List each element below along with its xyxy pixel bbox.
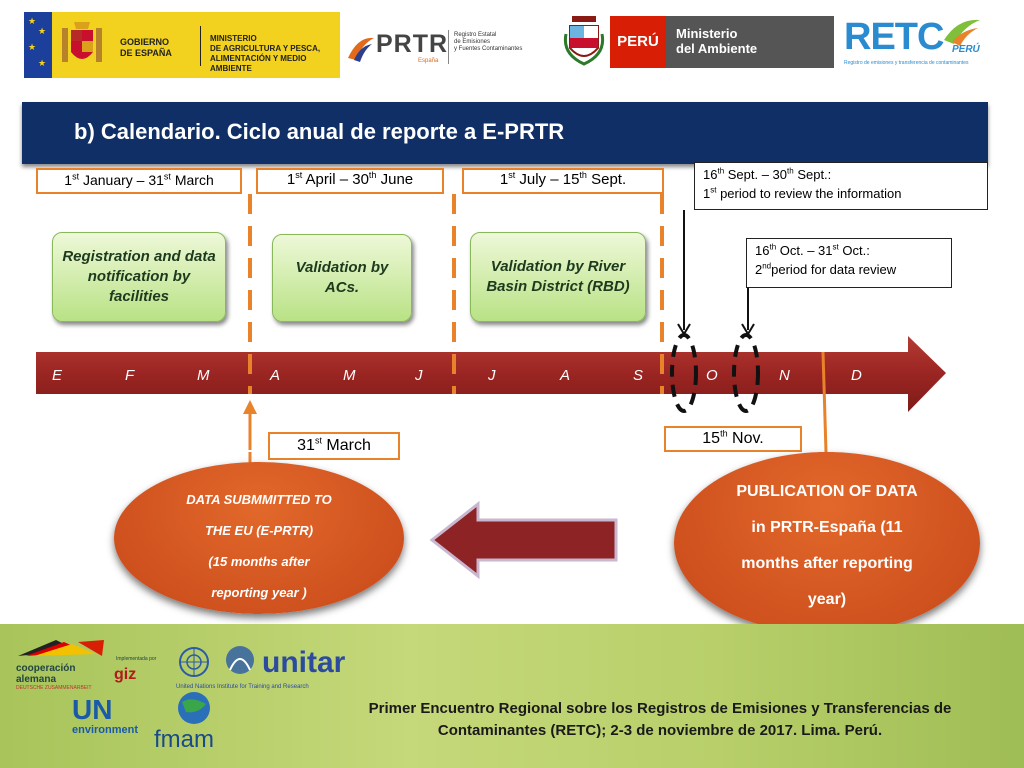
fmam-logo: fmam [154,726,214,753]
month-dec: D [851,367,862,384]
milestone-15-nov: 15th Nov. [664,426,802,452]
giz-logo: giz [114,666,137,683]
retc-peru-logo: RETC PERÚ Registro de emisiones y transf… [844,16,994,72]
month-apr: A [270,367,281,384]
period-label-apr-jun: 1st April – 30th June [256,168,444,194]
title-bar: b) Calendario. Ciclo anual de reporte a … [22,102,988,164]
milestone-31-march: 31st March [268,432,400,460]
arrow-down-nov [821,351,828,453]
month-jan: E [52,367,63,384]
retc-swoosh-icon [944,19,980,46]
month-jun: J [415,367,423,384]
review-period-1-box: 16th Sept. – 30th Sept.: 1st period to r… [694,162,988,210]
implemented-by-label: Implementada por [116,656,157,662]
review-period-1-marker [670,333,698,413]
month-feb: F [125,367,135,384]
period-label-jul-sep: 1st July – 15th Sept. [462,168,664,194]
month-nov: N [779,367,790,384]
month-mar: M [197,367,210,384]
month-sep: S [633,367,644,384]
footer-event-text: Primer Encuentro Regional sobre los Regi… [368,700,952,739]
phase-validation-rbd: Validation by River Basin District (RBD) [470,232,646,322]
unitar-emblem-icon [226,646,254,674]
prtr-swoosh-icon [348,37,374,62]
month-may: M [343,367,356,384]
unitar-logo: unitar [262,646,346,679]
phase-validation-acs: Validation by ACs. [272,234,412,322]
page-title: b) Calendario. Ciclo anual de reporte a … [74,119,565,144]
timeline-arrow [36,336,946,412]
fmam-globe-icon [178,692,210,724]
un-environment-subtitle: environment [72,724,139,736]
month-aug: A [560,367,571,384]
spain-coat-of-arms-icon [62,22,102,62]
month-oct: O [706,367,718,384]
germany-peru-flag-icon [18,640,104,656]
flow-back-arrow [429,500,618,580]
period-label-jan-mar: 1st January – 31st March [36,168,242,194]
review-period-2-marker [732,333,760,413]
phase-registration: Registration and data notification by fa… [52,232,226,322]
peru-coat-of-arms-icon [563,16,605,66]
unitar-subtitle: United Nations Institute for Training an… [176,684,309,690]
review-period-2-box: 16th Oct. – 31st Oct.: 2ndperiod for dat… [746,238,952,288]
un-emblem-icon [179,647,209,677]
un-environment-logo: UN [72,694,113,725]
eu-flag-icon: ★★★★ [24,12,52,78]
month-jul: J [488,367,496,384]
